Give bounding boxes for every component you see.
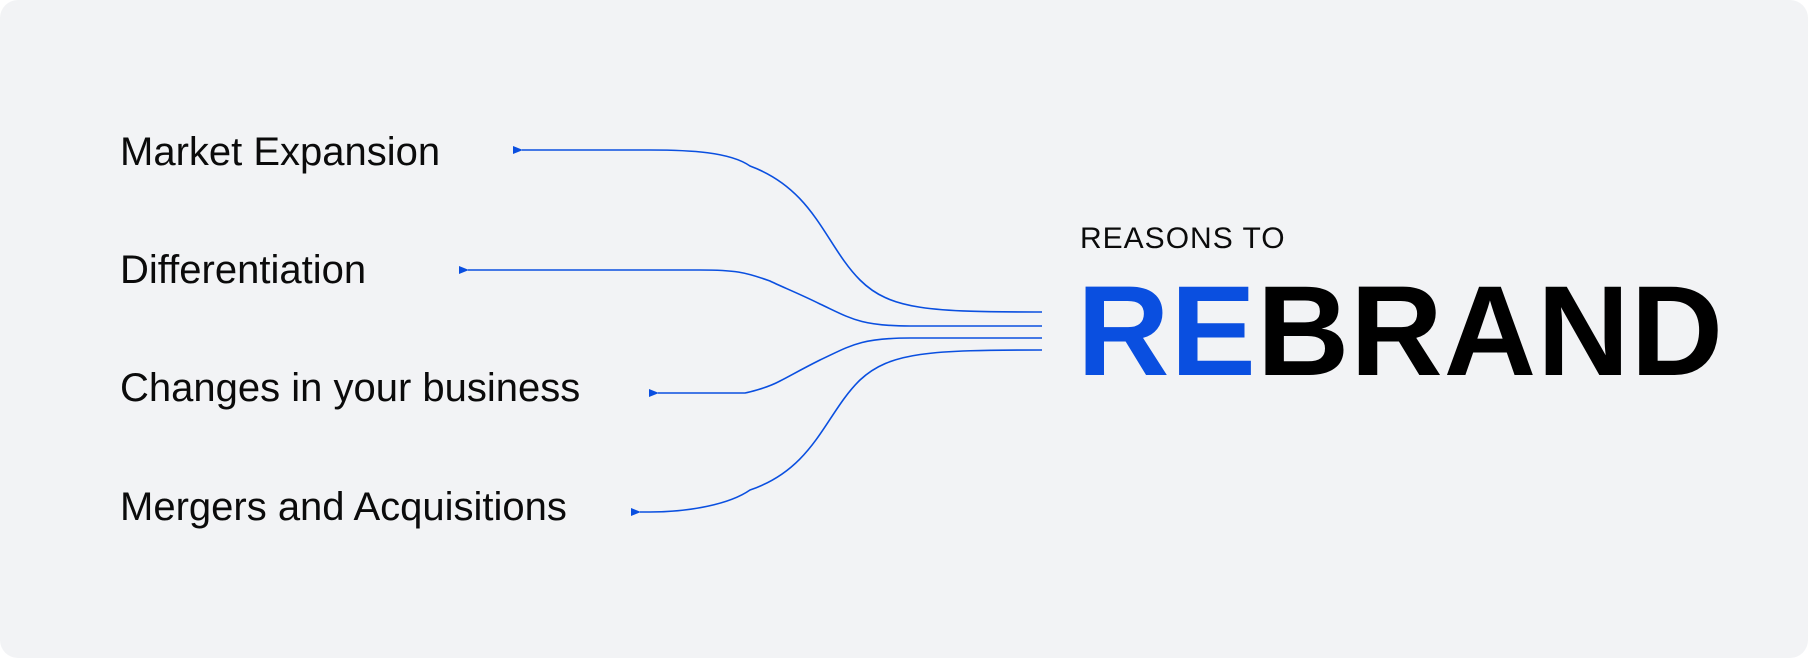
reason-mergers-and-acquisitions: Mergers and Acquisitions <box>120 485 567 529</box>
reason-differentiation: Differentiation <box>120 248 367 292</box>
eyebrow-label: REASONS TO <box>1080 222 1286 255</box>
reason-market-expansion: Market Expansion <box>120 130 441 174</box>
headline-highlight: RE <box>1077 260 1257 403</box>
connector-market-expansion <box>513 146 1043 313</box>
reason-changes-in-business: Changes in your business <box>120 366 581 410</box>
connector-differentiation <box>459 266 1042 327</box>
headline-rest: BRAND <box>1256 260 1724 403</box>
connector-changes <box>649 337 1042 397</box>
connector-mergers <box>631 349 1043 516</box>
headline: REBRAND <box>1077 268 1724 396</box>
